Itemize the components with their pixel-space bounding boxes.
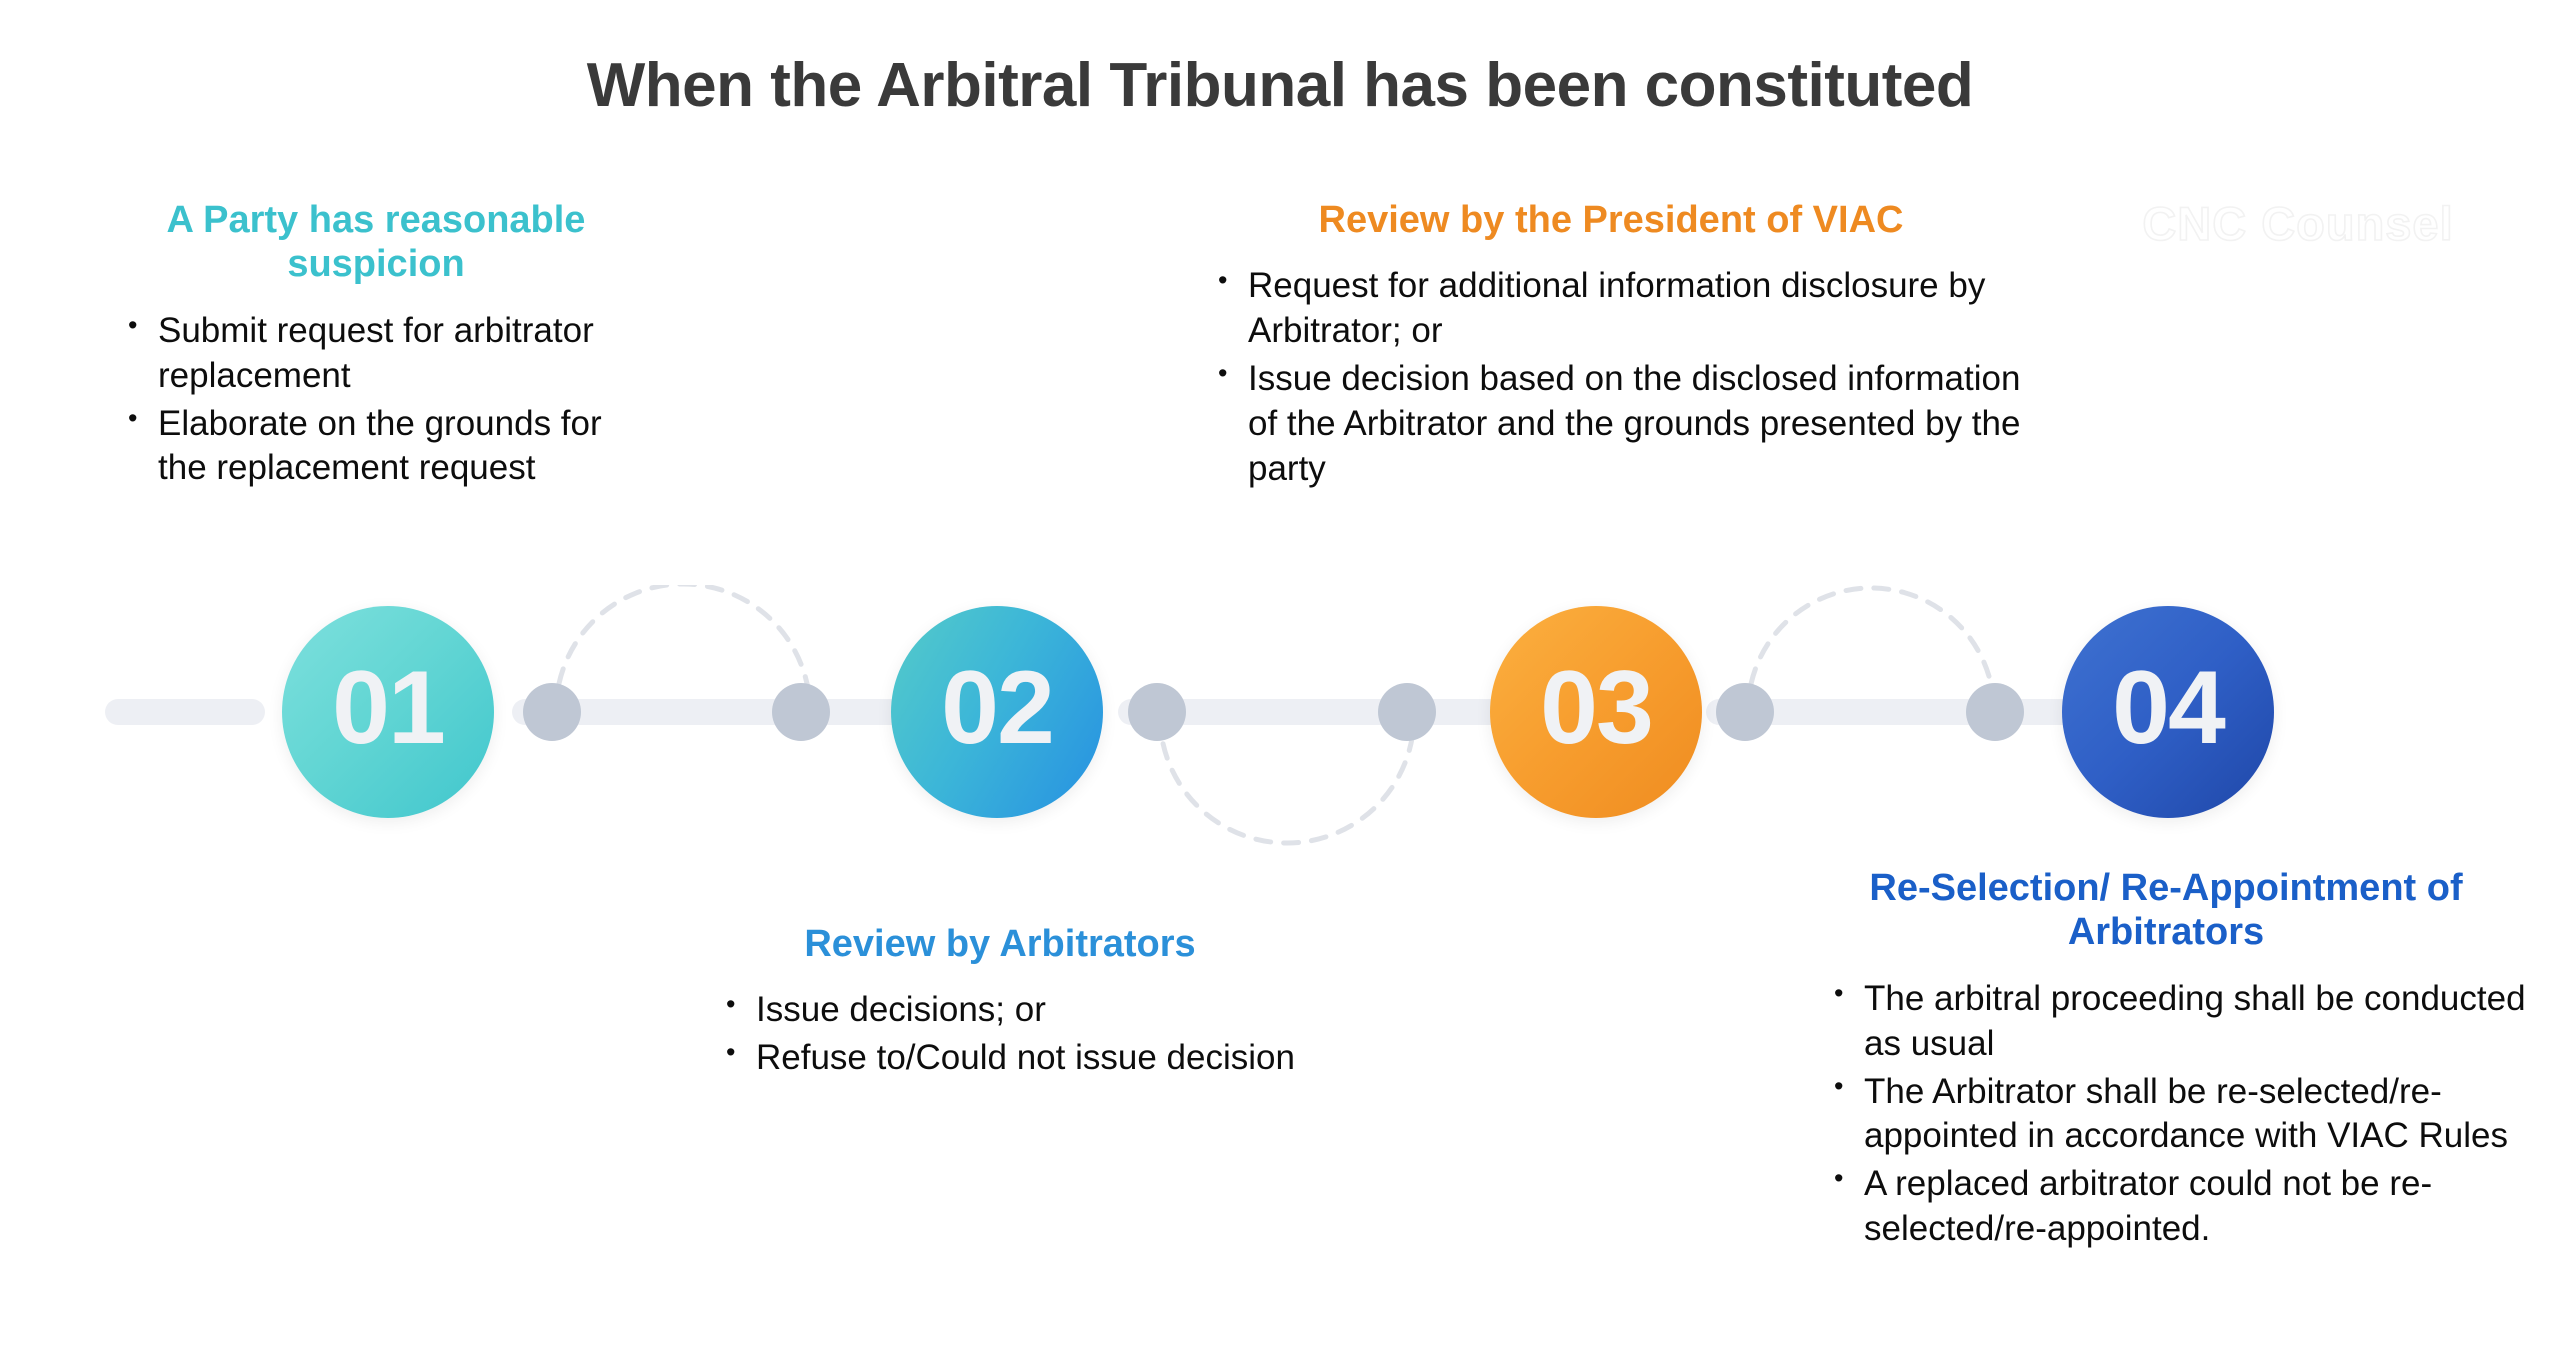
timeline-node-02-number: 02 (941, 650, 1055, 766)
timeline-dot-2a (1128, 683, 1186, 741)
step-02-bullet-list: Issue decisions; or Refuse to/Could not … (700, 987, 1300, 1081)
list-item: Issue decision based on the disclosed in… (1210, 356, 2026, 491)
step-04-heading: Re-Selection/ Re-Appointment of Arbitrat… (1869, 867, 2463, 954)
timeline-node-01-number: 01 (332, 650, 446, 766)
timeline-node-04[interactable]: 04 (2062, 606, 2274, 818)
timeline-node-04-number: 04 (2112, 650, 2226, 766)
step-03-heading: Review by the President of VIAC (1318, 199, 1904, 241)
timeline-dot-3b (1966, 683, 2024, 741)
timeline-node-02[interactable]: 02 (891, 606, 1103, 818)
timeline-dot-3a (1716, 683, 1774, 741)
step-block-02: Review by Arbitrators Issue decisions; o… (700, 922, 1300, 1084)
timeline-node-03-number: 03 (1540, 650, 1654, 766)
timeline-dot-1a (523, 683, 581, 741)
step-01-heading: A Party has reasonable suspicion (166, 199, 586, 286)
timeline-dot-1b (772, 683, 830, 741)
step-block-04: Re-Selection/ Re-Appointment of Arbitrat… (1776, 866, 2556, 1255)
step-block-03: Review by the President of VIAC Request … (1196, 198, 2026, 494)
timeline-arc-2-down (1157, 713, 1417, 846)
step-03-bullet-list: Request for additional information discl… (1196, 263, 2026, 491)
list-item: A replaced arbitrator could not be re-se… (1826, 1161, 2556, 1252)
watermark-logo: CNC Counsel (2142, 196, 2454, 251)
step-04-bullet-list: The arbitral proceeding shall be conduct… (1776, 976, 2556, 1252)
timeline-arc-3-up (1745, 585, 1997, 714)
list-item: The arbitral proceeding shall be conduct… (1826, 976, 2556, 1067)
page-title: When the Arbitral Tribunal has been cons… (586, 51, 1974, 120)
list-item: Elaborate on the grounds for the replace… (120, 401, 656, 492)
list-item: Issue decisions; or (718, 987, 1300, 1033)
list-item: The Arbitrator shall be re-selected/re-a… (1826, 1069, 2556, 1160)
step-block-01: A Party has reasonable suspicion Submit … (96, 198, 656, 494)
list-item: Request for additional information discl… (1210, 263, 2026, 354)
timeline-node-01[interactable]: 01 (282, 606, 494, 818)
list-item: Refuse to/Could not issue decision (718, 1035, 1300, 1081)
timeline-dot-2b (1378, 683, 1436, 741)
timeline-rail-segment-start (105, 699, 265, 725)
step-01-bullet-list: Submit request for arbitrator replacemen… (96, 308, 656, 492)
timeline-node-03[interactable]: 03 (1490, 606, 1702, 818)
list-item: Submit request for arbitrator replacemen… (120, 308, 656, 399)
step-02-heading: Review by Arbitrators (804, 923, 1196, 965)
